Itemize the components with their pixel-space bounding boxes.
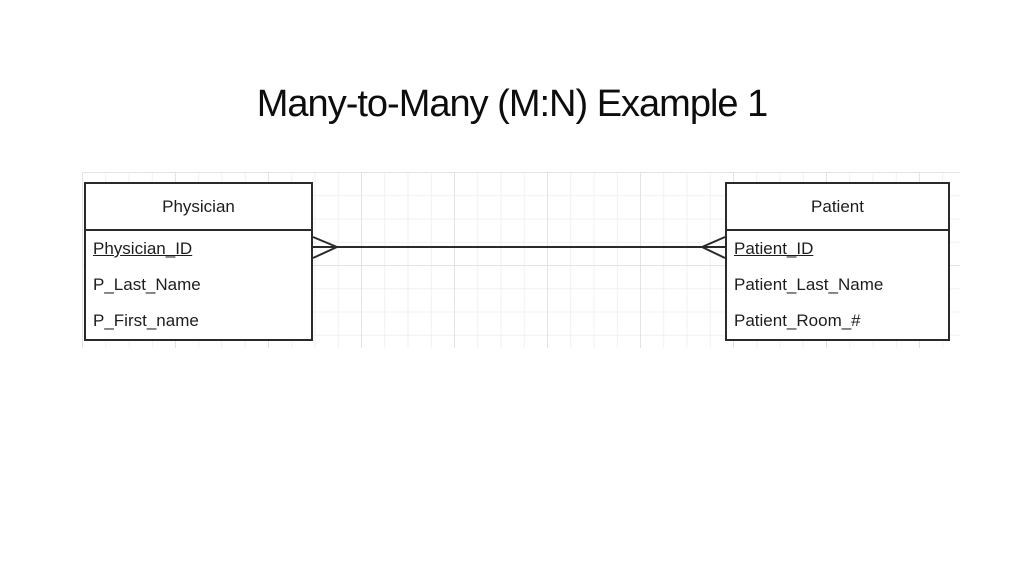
slide-title: Many-to-Many (M:N) Example 1 <box>256 83 768 126</box>
attribute-patient-id: Patient_ID <box>734 239 814 258</box>
attribute-patient-room-number: Patient_Room_# <box>734 311 861 330</box>
attribute-p-first-name: P_First_name <box>93 311 199 330</box>
attribute-p-last-name: P_Last_Name <box>93 275 201 294</box>
entity-physician: Physician Physician_ID P_Last_Name P_Fir… <box>84 182 313 341</box>
entity-patient: Patient Patient_ID Patient_Last_Name Pat… <box>725 182 950 341</box>
attribute-physician-id: Physician_ID <box>93 239 193 258</box>
attribute-patient-last-name: Patient_Last_Name <box>734 275 884 294</box>
entity-patient-title: Patient <box>727 184 948 231</box>
entity-physician-title: Physician <box>86 184 311 231</box>
entity-physician-attributes: Physician_ID P_Last_Name P_First_name <box>86 231 311 339</box>
entity-patient-attributes: Patient_ID Patient_Last_Name Patient_Roo… <box>727 231 948 339</box>
